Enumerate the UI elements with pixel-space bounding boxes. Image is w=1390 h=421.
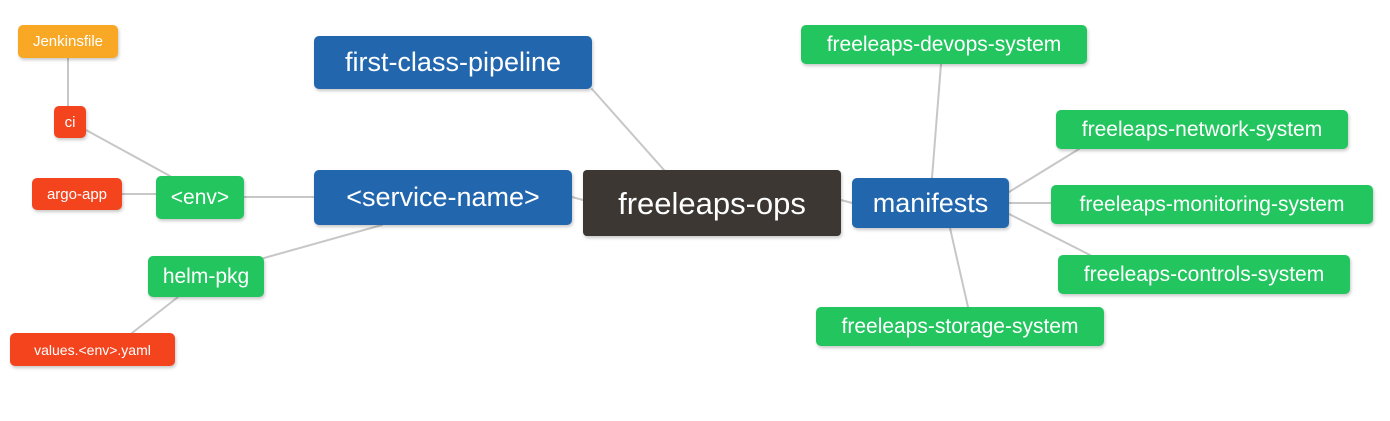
edge-pipeline-to-root <box>591 88 665 171</box>
mindmap-node-ci[interactable]: ci <box>54 106 86 138</box>
node-label: freeleaps-storage-system <box>841 315 1079 338</box>
mindmap-node-valuesyaml[interactable]: values.<env>.yaml <box>10 333 175 366</box>
node-label: <service-name> <box>346 182 540 212</box>
mindmap-node-argoapp[interactable]: argo-app <box>32 178 122 210</box>
node-label: <env> <box>170 186 230 209</box>
edge-root-to-manifests <box>840 199 853 204</box>
mindmap-node-network[interactable]: freeleaps-network-system <box>1056 110 1348 149</box>
mindmap-node-root[interactable]: freeleaps-ops <box>583 170 841 236</box>
node-label: ci <box>64 113 76 131</box>
mindmap-node-env[interactable]: <env> <box>156 176 244 219</box>
node-label: first-class-pipeline <box>344 47 562 77</box>
node-label: argo-app <box>46 185 108 203</box>
mindmap-node-jenkinsfile[interactable]: Jenkinsfile <box>18 25 118 58</box>
mindmap-node-helm[interactable]: helm-pkg <box>148 256 264 297</box>
node-label: helm-pkg <box>162 265 250 288</box>
node-label: Jenkinsfile <box>32 33 104 50</box>
node-label: freeleaps-controls-system <box>1083 263 1325 286</box>
node-label: freeleaps-monitoring-system <box>1079 193 1345 216</box>
edge-devops-to-manifests <box>931 63 942 179</box>
mindmap-node-storage[interactable]: freeleaps-storage-system <box>816 307 1104 346</box>
edge-manifests-to-storage <box>949 227 969 308</box>
mindmap-node-service[interactable]: <service-name> <box>314 170 572 225</box>
node-label: freeleaps-devops-system <box>826 33 1062 56</box>
mindmap-node-devops[interactable]: freeleaps-devops-system <box>801 25 1087 64</box>
node-label: freeleaps-ops <box>618 185 806 221</box>
edge-helm-to-service <box>263 224 383 259</box>
node-label: values.<env>.yaml <box>34 341 151 358</box>
edge-service-to-root <box>571 196 584 201</box>
mindmap-node-monitoring[interactable]: freeleaps-monitoring-system <box>1051 185 1373 224</box>
mindmap-node-pipeline[interactable]: first-class-pipeline <box>314 36 592 89</box>
mindmap-node-manifests[interactable]: manifests <box>852 178 1009 228</box>
mindmap-node-controls[interactable]: freeleaps-controls-system <box>1058 255 1350 294</box>
node-label: manifests <box>872 187 989 218</box>
edge-ci-to-env <box>85 129 171 177</box>
edge-valuesyaml-to-helm <box>131 296 179 334</box>
node-label: freeleaps-network-system <box>1081 118 1323 141</box>
